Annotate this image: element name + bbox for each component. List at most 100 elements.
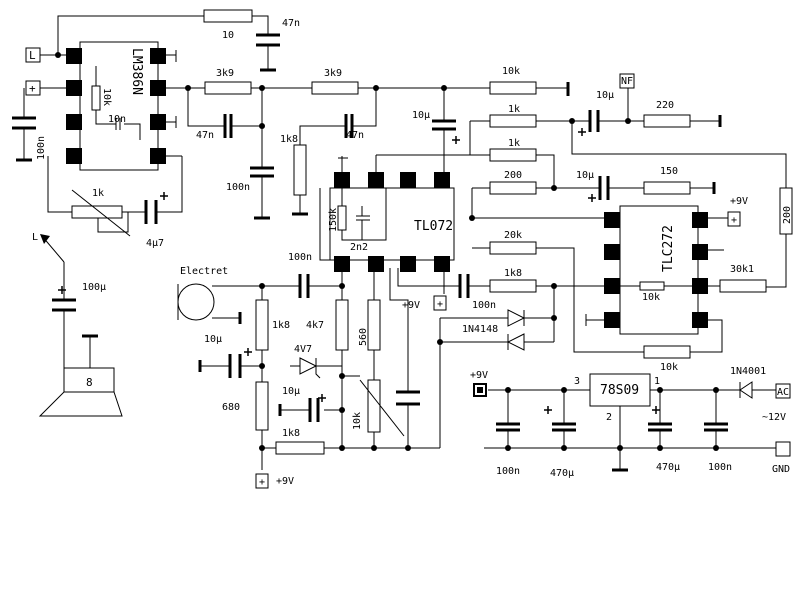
c10u-nf-label: 10µ [596,90,614,101]
r1k-a-label: 1k [508,104,520,115]
pot10k [367,379,381,433]
r1k8-a [489,279,537,293]
spk-label: 8 [86,376,93,389]
c4u7-label: 4µ7 [146,238,164,249]
c470u-p1-label: 470µ [550,468,574,479]
r30k1 [719,279,767,293]
r3k9b-label: 3k9 [324,68,342,79]
capacitors [12,33,728,472]
d1n4148-label: 1N4148 [462,324,498,335]
reg-label: 78S09 [600,383,639,398]
nf-label: NF [621,76,633,87]
ic-tlc272: TLC272 10k [585,205,708,335]
c10n-lm-label: 10n [108,114,126,125]
r10k-top-label: 10k [502,66,520,77]
r1k8-v-label: 1k8 [280,134,298,145]
r150k-label: 150k [328,208,339,232]
pot1k [71,205,123,219]
diodes [299,309,753,399]
d1n4001-label: 1N4001 [730,366,766,377]
reg-pin1: 1 [654,376,660,387]
r30k1-label: 30k1 [730,264,754,275]
r150-label: 150 [660,166,678,177]
ic-tl072: TL072 150k 2n2 [328,157,455,272]
c100n-lm-label: 100n [36,136,47,160]
c10u-tlc-label: 10µ [576,170,594,181]
c47n-a-label: 47n [196,130,214,141]
c100n-mic-label: 100n [288,252,312,263]
pot1k-label: 1k [92,188,104,199]
c47n-b-label: 47n [346,130,364,141]
connectors [25,47,791,489]
plus9v-c-label: +9V [276,476,294,487]
r680-label: 680 [222,402,240,413]
r560-label: 560 [358,328,369,346]
tlc272-label: TLC272 [661,225,676,272]
speaker [38,234,123,417]
polarity-marks [58,128,660,414]
lm386-label: LM386N [129,48,144,95]
tl072-label: TL072 [414,219,453,234]
r1k8-mic-label: 1k8 [272,320,290,331]
r560 [367,299,381,351]
c100n-a-label: 100n [226,182,250,193]
r220-label: 220 [656,100,674,111]
c100n-p1-label: 100n [496,466,520,477]
r20k [489,241,537,255]
c47n-top-label: 47n [282,18,300,29]
ic-lm386: LM386N 10k 10n [66,41,177,171]
plus9v-psu-label: +9V [470,370,488,381]
plus9v-a-label: +9V [730,196,748,207]
ac-label: AC [777,387,789,398]
r1k-b [489,148,537,162]
pot10k-label: 10k [352,412,363,430]
r680 [255,381,269,431]
r3k9-b [311,81,359,95]
r3k9-a [204,81,252,95]
junctions [55,52,719,451]
r200-v [779,187,793,235]
r4k7-label: 4k7 [306,320,324,331]
c100n-tlc-label: 100n [472,300,496,311]
c10u-mid-label: 10µ [412,110,430,121]
r10k-top [489,81,537,95]
r1k8-v [293,144,307,196]
r10-top-label: 10 [222,30,234,41]
c100u-spk-label: 100µ [82,282,106,293]
reg-pin3: 3 [574,376,580,387]
resistors [71,9,793,455]
L-top-label: L [29,49,36,62]
r1k8-bot [275,441,325,455]
r10k-lm-label: 10k [101,88,112,106]
z4v7-label: 4V7 [294,344,312,355]
gnd-label: GND [772,464,790,475]
v12-label: ~12V [762,412,786,423]
r10k-bot-label: 10k [660,362,678,373]
r200-a-label: 200 [504,170,522,181]
c2n2-label: 2n2 [350,242,368,253]
c10u-mic-label: 10µ [204,334,222,345]
r20k-label: 20k [504,230,522,241]
r4k7 [335,299,349,351]
r10k-bot [643,345,691,359]
electret-label: Electret [180,266,228,277]
c470u-p2-label: 470µ [656,462,680,473]
plus9v-b-label: +9V [402,300,420,311]
text-labels: L + 10 47n 3k9 3k9 10k 10µ NF 220 10µ 1k… [29,18,793,488]
plus-b: + [437,299,443,310]
r220 [643,114,691,128]
r1k-a [489,114,537,128]
c10u-z-label: 10µ [282,386,300,397]
r10k-in-label: 10k [642,292,660,303]
c100n-p2-label: 100n [708,462,732,473]
L-arrow-label: L [32,232,38,243]
r10-top [203,9,253,23]
electret-mic [177,283,215,321]
r1k8-mic [255,299,269,351]
plus-box-label: + [29,82,36,95]
r1k8-bot-label: 1k8 [282,428,300,439]
regulator-78s09: 78S09 3 1 2 [574,373,660,423]
plus-c: + [259,477,265,488]
